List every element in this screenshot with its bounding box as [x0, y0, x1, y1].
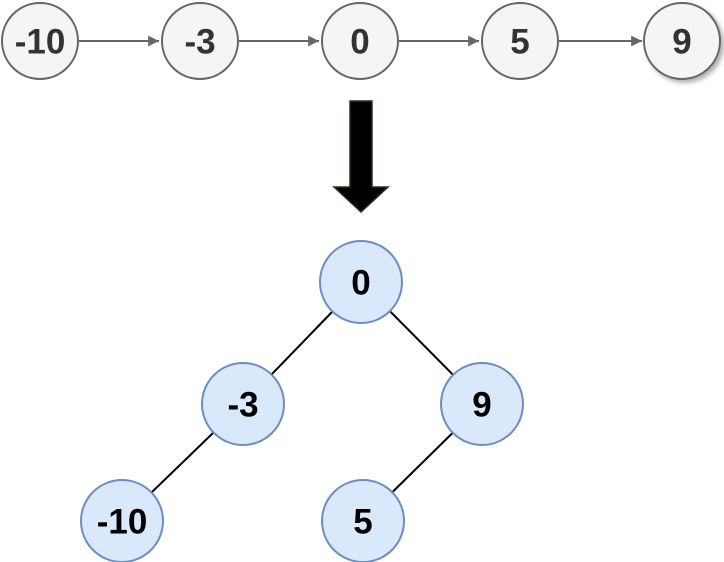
list-node: 9 [643, 2, 721, 80]
tree-node-circle [440, 362, 524, 446]
bst-tree: 0 -3 9 -10 5 [80, 240, 524, 562]
list-node: -10 [1, 2, 79, 80]
list-node-circle [321, 2, 399, 80]
tree-node: 5 [321, 479, 405, 562]
tree-node: -3 [201, 362, 285, 446]
list-node-circle [1, 2, 79, 80]
tree-node-circle [80, 479, 164, 562]
tree-node-circle [201, 362, 285, 446]
list-node: 0 [321, 2, 399, 80]
list-node: 5 [481, 2, 559, 80]
list-node-label: -3 [184, 23, 215, 62]
tree-node: -10 [80, 479, 164, 562]
tree-node-label: 5 [353, 503, 372, 542]
down-arrow-icon [332, 100, 390, 214]
tree-node-label: -10 [97, 503, 148, 542]
tree-node-circle [321, 479, 405, 562]
list-node: -3 [161, 2, 239, 80]
list-node-circle [643, 2, 721, 80]
tree-edges [121, 281, 483, 522]
tree-node-label: 0 [351, 264, 370, 303]
linked-list: -10 -3 0 5 9 [1, 2, 721, 80]
list-node-circle [481, 2, 559, 80]
tree-node-label: 9 [472, 386, 491, 425]
list-node-label: 9 [672, 23, 691, 62]
list-node-label: -10 [15, 23, 66, 62]
tree-node-label: -3 [227, 386, 258, 425]
tree-node-circle [319, 240, 403, 324]
tree-node: 9 [440, 362, 524, 446]
list-node-label: 0 [350, 23, 369, 62]
list-node-circle [161, 2, 239, 80]
tree-node: 0 [319, 240, 403, 324]
list-node-label: 5 [510, 23, 529, 62]
